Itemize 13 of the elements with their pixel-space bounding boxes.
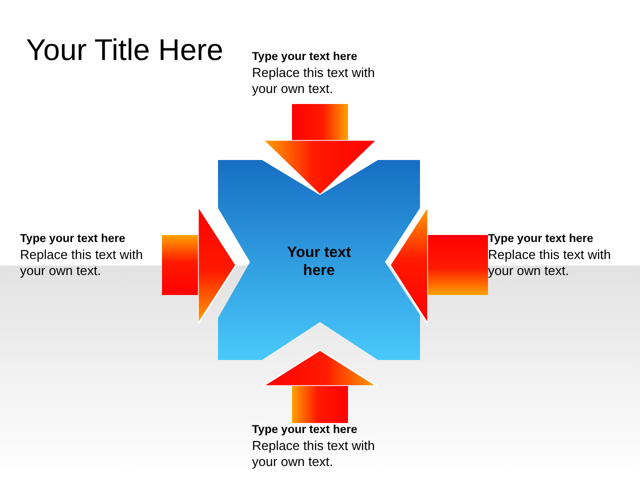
- heading-text: Type your text here: [488, 232, 594, 247]
- body-text: Replace this text with your own text.: [252, 65, 376, 97]
- body-text: Replace this text with your own text.: [252, 438, 376, 470]
- cross-shape: [218, 160, 420, 360]
- heading-text: Type your text here: [252, 423, 358, 438]
- body-text: Replace this text with your own text.: [488, 247, 612, 279]
- center-text: Your text here: [286, 244, 352, 280]
- heading-text: Type your text here: [20, 232, 126, 247]
- block-arrow: [262, 349, 378, 423]
- block-arrow: [262, 104, 378, 196]
- body-text: Replace this text with your own text.: [20, 247, 144, 279]
- title: Your Title Here: [26, 34, 224, 68]
- heading-text: Type your text here: [252, 50, 358, 65]
